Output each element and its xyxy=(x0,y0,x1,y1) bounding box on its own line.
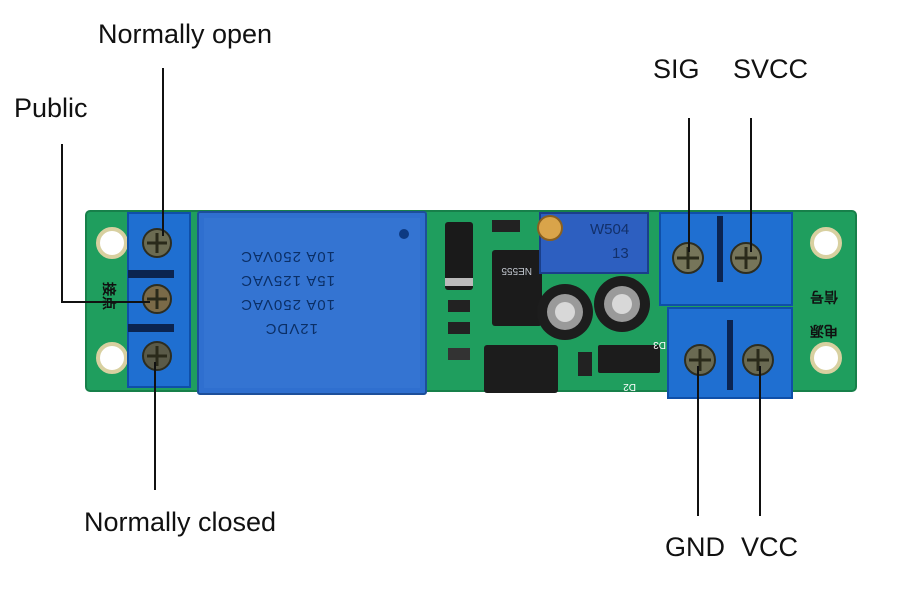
power-pcb-text: 电源 xyxy=(810,322,838,339)
potentiometer-code: W504 xyxy=(590,221,629,238)
relay-rating-4: 12VDC xyxy=(265,320,318,337)
screw-vcc xyxy=(742,344,774,376)
smd-diode xyxy=(598,345,660,373)
diode xyxy=(445,222,473,290)
relay: 10A 250VAC 15A 125VAC 10A 250VAC 12VDC xyxy=(197,211,427,395)
bridge-rectifier xyxy=(484,345,558,393)
relay-rating-3: 10A 250VAC xyxy=(240,296,335,313)
relay-rating-1: 10A 250VAC xyxy=(240,248,335,265)
mounting-hole xyxy=(96,342,128,374)
left-terminal-pcb-text: 接点 xyxy=(100,282,117,310)
pcb-label-d3: D3 xyxy=(653,339,666,350)
signal-pcb-text: 信号 xyxy=(810,288,838,305)
label-normally-closed: Normally closed xyxy=(84,507,276,537)
smd-resistor xyxy=(448,348,470,360)
smd-resistor xyxy=(492,220,520,232)
leader-public xyxy=(61,144,150,303)
left-terminal-block xyxy=(127,212,191,388)
pcb-label-d2: D2 xyxy=(623,381,636,392)
label-normally-open: Normally open xyxy=(98,19,272,49)
smd-resistor xyxy=(578,352,592,376)
leader-lines xyxy=(61,68,761,516)
potentiometer: W504 13 xyxy=(537,212,649,274)
screw-normally-closed xyxy=(142,341,172,371)
smd-resistor xyxy=(448,300,470,312)
label-public: Public xyxy=(14,93,88,123)
signal-terminal-block xyxy=(659,212,793,306)
screw-svcc xyxy=(730,242,762,274)
mounting-hole xyxy=(96,227,128,259)
capacitor xyxy=(594,276,650,332)
screw-gnd xyxy=(684,344,716,376)
mounting-hole xyxy=(810,342,842,374)
screw-public xyxy=(142,284,172,314)
ic-marking: NE555 xyxy=(501,265,532,276)
capacitor xyxy=(537,284,593,340)
potentiometer-knob xyxy=(537,215,563,241)
label-svcc: SVCC xyxy=(733,54,808,84)
screw-sig xyxy=(672,242,704,274)
mounting-hole xyxy=(810,227,842,259)
screw-normally-open xyxy=(142,228,172,258)
potentiometer-sub: 13 xyxy=(612,245,629,262)
relay-rating-2: 15A 125VAC xyxy=(240,272,335,289)
timer-ic: NE555 xyxy=(492,250,542,326)
label-vcc: VCC xyxy=(741,532,798,562)
power-terminal-block xyxy=(667,307,793,399)
smd-resistor xyxy=(448,322,470,334)
label-gnd: GND xyxy=(665,532,725,562)
label-sig: SIG xyxy=(653,54,700,84)
